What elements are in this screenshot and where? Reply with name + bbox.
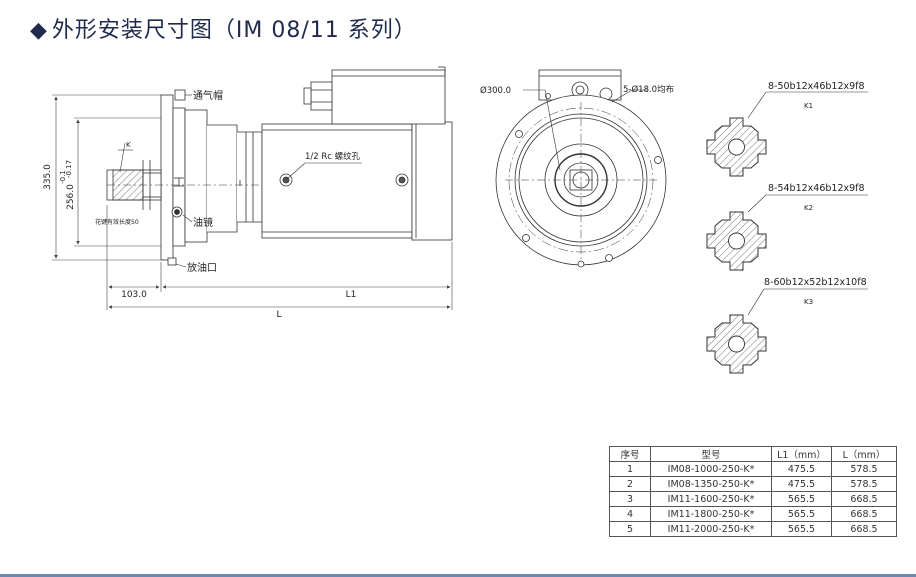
table-row: 1 IM08-1000-250-K* 475.5 578.5 — [609, 461, 897, 477]
diamond-icon: ◆ — [30, 18, 48, 43]
cell-model: IM11-1600-250-K* — [650, 491, 772, 507]
oil-mirror-label: 油镜 — [193, 216, 213, 229]
spline-length-label: 花键有效长度50 — [95, 218, 139, 226]
th-l1: L1（mm） — [771, 446, 832, 462]
th-l: L（mm） — [831, 446, 897, 462]
spline-k1-tag: K1 — [804, 102, 813, 110]
oil-drain — [167, 257, 177, 266]
dim-tol-upper: -0.1 — [59, 170, 67, 184]
spline-k3-tag: K3 — [804, 298, 813, 306]
cell-index: 3 — [609, 491, 651, 507]
spline-k1-spec: 8-50b12x46b12x9f8 — [768, 81, 865, 92]
terminal-box — [331, 69, 446, 125]
dim-L1: L1 — [346, 290, 357, 300]
cell-index: 4 — [609, 506, 651, 522]
oil-drain-label: 放油口 — [187, 261, 217, 274]
table-row: 4 IM11-1800-250-K* 565.5 668.5 — [609, 506, 897, 522]
table-row: 3 IM11-1600-250-K* 565.5 668.5 — [609, 491, 897, 507]
cell-model: IM08-1350-250-K* — [650, 476, 772, 492]
rear-cap — [411, 121, 453, 241]
cell-l1: 565.5 — [771, 491, 832, 507]
side-leaders — [118, 94, 362, 268]
cell-l: 668.5 — [831, 506, 897, 522]
holes-label: 5-Ø18.0均布 — [623, 84, 674, 95]
cell-l: 668.5 — [831, 491, 897, 507]
dim-L: L — [276, 310, 281, 320]
rc-hole-label: 1/2 Rc 螺纹孔 — [305, 151, 361, 162]
cell-l1: 475.5 — [771, 461, 832, 477]
table-header-row: 序号 型号 L1（mm） L（mm） — [609, 446, 897, 462]
dim-height: 335.0 — [43, 164, 53, 190]
table-row: 5 IM11-2000-250-K* 565.5 668.5 — [609, 521, 897, 537]
th-model: 型号 — [650, 446, 772, 462]
title-text: 外形安装尺寸图（IM 08/11 系列） — [51, 18, 417, 43]
cell-l1: 565.5 — [771, 506, 832, 522]
cell-model: IM11-2000-250-K* — [650, 521, 772, 537]
pcd-label: Ø300.0 — [480, 85, 511, 96]
side-view — [106, 66, 453, 266]
cell-model: IM11-1800-250-K* — [650, 506, 772, 522]
table-row: 2 IM08-1350-250-K* 475.5 578.5 — [609, 476, 897, 492]
spline-k2-spec: 8-54b12x46b12x9f8 — [768, 183, 865, 194]
vent-cap-label: 通气帽 — [193, 89, 223, 102]
cell-index: 2 — [609, 476, 651, 492]
cell-index: 5 — [609, 521, 651, 537]
spec-table: 序号 型号 L1（mm） L（mm） 1 IM08-1000-250-K* 47… — [609, 446, 897, 537]
cell-index: 1 — [609, 461, 651, 477]
dim-103: 103.0 — [121, 290, 147, 300]
spline-k3: 8-60b12x52b12x10f8 K3 — [706, 277, 868, 374]
cell-l1: 475.5 — [771, 476, 832, 492]
dimension-lines — [52, 94, 453, 310]
cell-l: 578.5 — [831, 476, 897, 492]
th-index: 序号 — [609, 446, 651, 462]
cell-model: IM08-1000-250-K* — [650, 461, 772, 477]
spline-k3-spec: 8-60b12x52b12x10f8 — [764, 277, 867, 288]
spline-k2-tag: K2 — [804, 204, 813, 212]
dim-tol-lower: -0.17 — [65, 160, 73, 178]
bottom-accent-bar — [0, 574, 916, 577]
mounting-flange — [160, 94, 174, 261]
spline-k1: 8-50b12x46b12x9f8 K1 — [706, 81, 868, 177]
cable-gland — [310, 81, 333, 111]
page-title: ◆外形安装尺寸图（IM 08/11 系列） — [30, 12, 417, 44]
dim-pilot: 256.0 — [66, 184, 76, 210]
front-view — [495, 69, 667, 268]
spline-k2: 8-54b12x46b12x9f8 K2 — [706, 183, 868, 271]
cell-l1: 565.5 — [771, 521, 832, 537]
cell-l: 578.5 — [831, 461, 897, 477]
vent-cap — [174, 89, 186, 101]
front-leaders — [523, 89, 648, 171]
cell-l: 668.5 — [831, 521, 897, 537]
key-label: K — [126, 141, 131, 149]
